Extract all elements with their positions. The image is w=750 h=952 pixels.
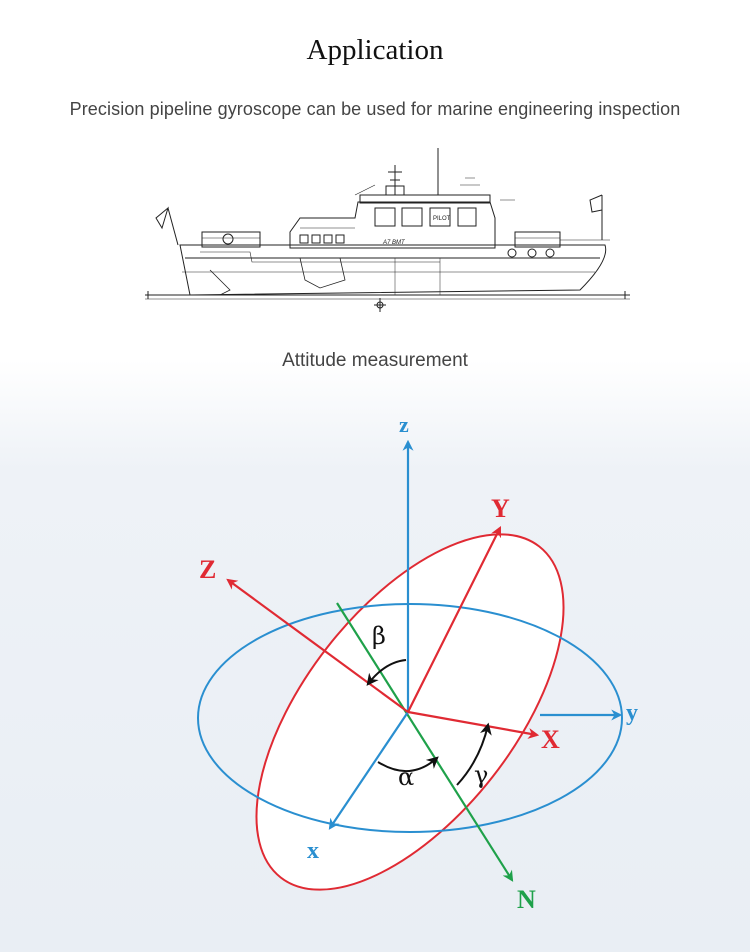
page-title: Application	[306, 34, 444, 66]
body-Z-label: Z	[199, 555, 216, 584]
body-Y-label: Y	[491, 494, 510, 523]
fixed-y-label: y	[626, 700, 638, 726]
fixed-x-axis	[328, 711, 409, 830]
gamma-arc	[456, 722, 492, 786]
ship-side-text: A7 BMT	[382, 240, 406, 246]
gamma-label: γ	[474, 761, 488, 789]
body-Z-axis	[226, 578, 409, 713]
ship-drawing: PILOT A7 BMT	[145, 148, 630, 312]
beta-label: β	[372, 622, 386, 650]
ship-hull-name: PILOT	[433, 216, 451, 222]
node-line	[336, 602, 514, 882]
attitude-section-title: Attitude measurement	[282, 350, 468, 371]
fixed-x-label: x	[307, 838, 319, 864]
ship-hull	[179, 244, 607, 296]
fixed-z-label: z	[399, 412, 409, 437]
alpha-arc	[377, 756, 439, 773]
body-X-label: X	[541, 725, 560, 754]
alpha-label: α	[398, 763, 414, 791]
body-X-axis	[407, 710, 540, 739]
beta-arc	[366, 659, 407, 686]
node-line-label: N	[517, 885, 536, 914]
attitude-diagram: z y x Y Z X N β α γ	[197, 412, 638, 914]
body-Y-axis	[407, 526, 501, 713]
page-subtitle: Precision pipeline gyroscope can be used…	[69, 99, 681, 119]
